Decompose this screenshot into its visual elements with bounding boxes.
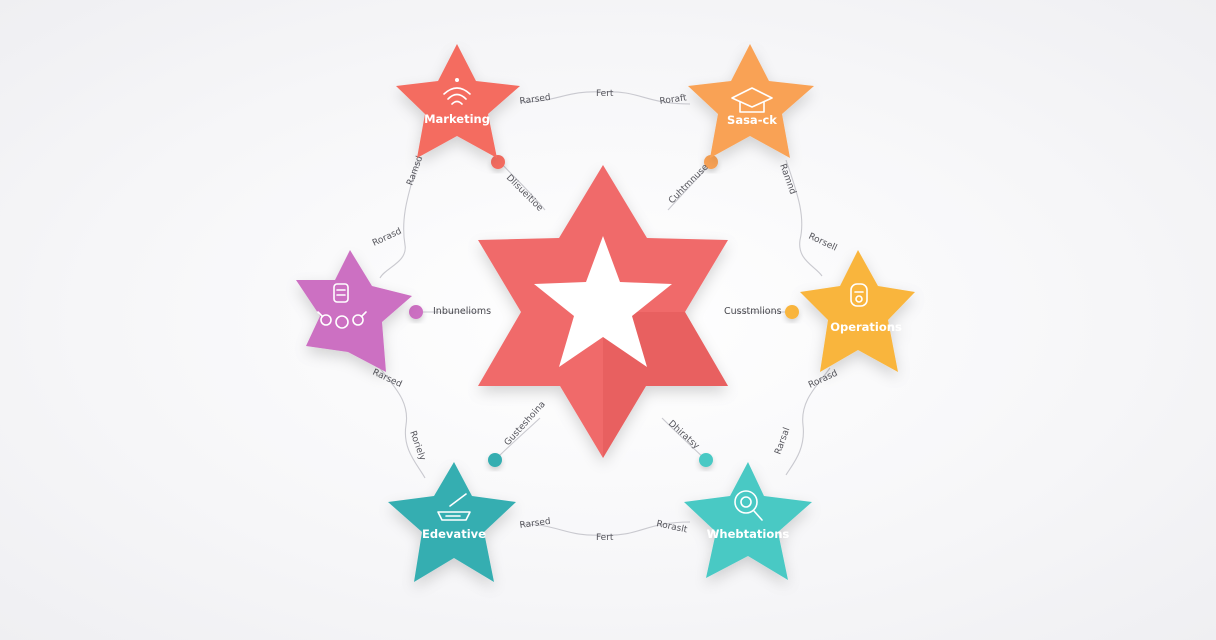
star-edevative-shape — [388, 462, 516, 582]
star-whebtations[interactable]: Whebtations — [684, 462, 812, 580]
star-marketing-title: Marketing — [424, 112, 490, 126]
connector-top — [519, 91, 691, 105]
star-sales-title: Sasa-ck — [727, 113, 777, 127]
label-bottom-left: Rarsed — [519, 517, 551, 531]
label-right-mid: Cusstmlions — [724, 306, 782, 317]
knob-sales — [704, 155, 718, 169]
gears-icon — [317, 283, 367, 329]
star-operations-shape — [800, 250, 915, 372]
wifi-signal-icon — [443, 78, 471, 105]
star-operations[interactable]: Operations — [800, 250, 915, 372]
search-icon — [734, 490, 763, 521]
star-sales[interactable]: Sasa-ck — [688, 44, 814, 158]
star-purple[interactable] — [296, 250, 412, 372]
label-right-upper-a: Ramnd — [777, 163, 797, 196]
label-left-lower-a: Rarsed — [371, 368, 404, 390]
star-whebtations-shape — [684, 462, 812, 580]
connector-left-lower — [379, 367, 426, 479]
label-bottom-mid: Fert — [596, 533, 614, 543]
connector-bottom — [519, 521, 691, 536]
knob-operations — [785, 305, 799, 319]
label-right-lower-b: Rarsal — [773, 426, 792, 456]
badge-icon — [850, 283, 868, 307]
star-sales-shape — [688, 44, 814, 158]
center-star — [478, 165, 728, 458]
laptop-icon — [437, 493, 471, 521]
knob-purple — [409, 305, 423, 319]
label-left-upper-b: Rorasd — [371, 227, 403, 249]
knob-marketing — [491, 155, 505, 169]
label-right-lower-a: Rorasd — [807, 369, 839, 391]
knob-whebtations — [699, 453, 713, 467]
connector-right-lower — [785, 367, 831, 476]
label-left-mid: Inbunelioms — [433, 306, 491, 317]
star-edevative[interactable]: Edevative — [388, 462, 516, 582]
label-top-mid: Fert — [596, 89, 614, 99]
star-edevative-title: Edevative — [422, 527, 486, 541]
star-whebtations-title: Whebtations — [707, 527, 790, 541]
label-marketing-down: Dlisueitioe — [504, 173, 545, 214]
star-operations-title: Operations — [830, 320, 902, 334]
center-inner-star — [534, 236, 672, 367]
graduation-cap-icon — [731, 87, 773, 113]
star-purple-shape — [296, 250, 412, 372]
connector-knobs — [409, 155, 799, 467]
label-top-left: Rarsed — [519, 93, 551, 107]
connector-right-upper — [785, 159, 823, 277]
label-left-upper-a: Ramsd — [405, 155, 425, 187]
connector-marketing-center — [499, 161, 546, 211]
knob-edevative — [488, 453, 502, 467]
label-right-upper-b: Rorsell — [807, 232, 839, 254]
label-top-right: Roraft — [659, 93, 688, 107]
connector-left-upper — [379, 159, 419, 279]
star-marketing[interactable]: Marketing — [396, 44, 520, 158]
label-bottom-right-diag: Dhiratsy — [666, 419, 701, 452]
label-sales-down: Cuhtmnuse — [667, 162, 711, 206]
label-bottom-left-diag: Gusteshoina — [503, 400, 548, 448]
label-left-lower-b: Roriely — [407, 430, 427, 463]
